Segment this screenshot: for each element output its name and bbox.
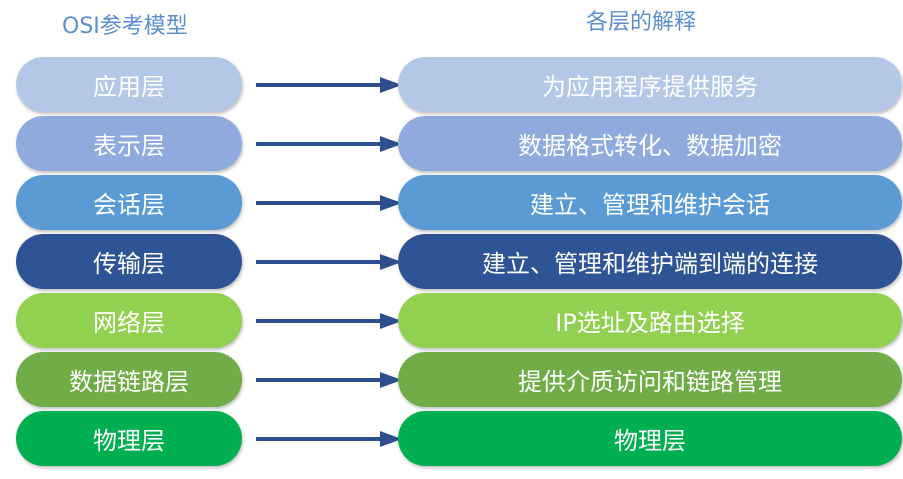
layer-name-pill: 会话层 — [16, 175, 242, 230]
layer-row: 物理层 物理层 — [0, 411, 903, 468]
right-arrow-icon — [256, 431, 402, 447]
layer-description-pill: 建立、管理和维护端到端的连接 — [398, 234, 902, 289]
layer-description-pill: 建立、管理和维护会话 — [398, 175, 902, 230]
right-arrow-icon — [256, 313, 402, 329]
layer-name-pill: 表示层 — [16, 116, 242, 171]
layer-row: 会话层 建立、管理和维护会话 — [0, 175, 903, 232]
right-arrow-icon — [256, 254, 402, 270]
layer-name-pill: 物理层 — [16, 411, 242, 466]
right-arrow-icon — [256, 195, 402, 211]
layer-description-pill: 提供介质访问和链路管理 — [398, 352, 902, 407]
layer-row: 数据链路层 提供介质访问和链路管理 — [0, 352, 903, 409]
layer-description-pill: 数据格式转化、数据加密 — [398, 116, 902, 171]
layer-row: 网络层 IP选址及路由选择 — [0, 293, 903, 350]
layer-description-pill: 物理层 — [398, 411, 902, 466]
right-arrow-icon — [256, 372, 402, 388]
osi-model-heading: OSI参考模型 — [62, 14, 188, 39]
layer-name-pill: 网络层 — [16, 293, 242, 348]
layer-explanation-heading: 各层的解释 — [586, 10, 697, 35]
layer-name-pill: 应用层 — [16, 57, 242, 112]
right-arrow-icon — [256, 77, 402, 93]
layer-row: 表示层 数据格式转化、数据加密 — [0, 116, 903, 173]
layer-description-pill: IP选址及路由选择 — [398, 293, 902, 348]
layer-row: 传输层 建立、管理和维护端到端的连接 — [0, 234, 903, 291]
layer-name-pill: 数据链路层 — [16, 352, 242, 407]
right-arrow-icon — [256, 136, 402, 152]
layer-row: 应用层 为应用程序提供服务 — [0, 57, 903, 114]
layer-name-pill: 传输层 — [16, 234, 242, 289]
layer-description-pill: 为应用程序提供服务 — [398, 57, 902, 112]
